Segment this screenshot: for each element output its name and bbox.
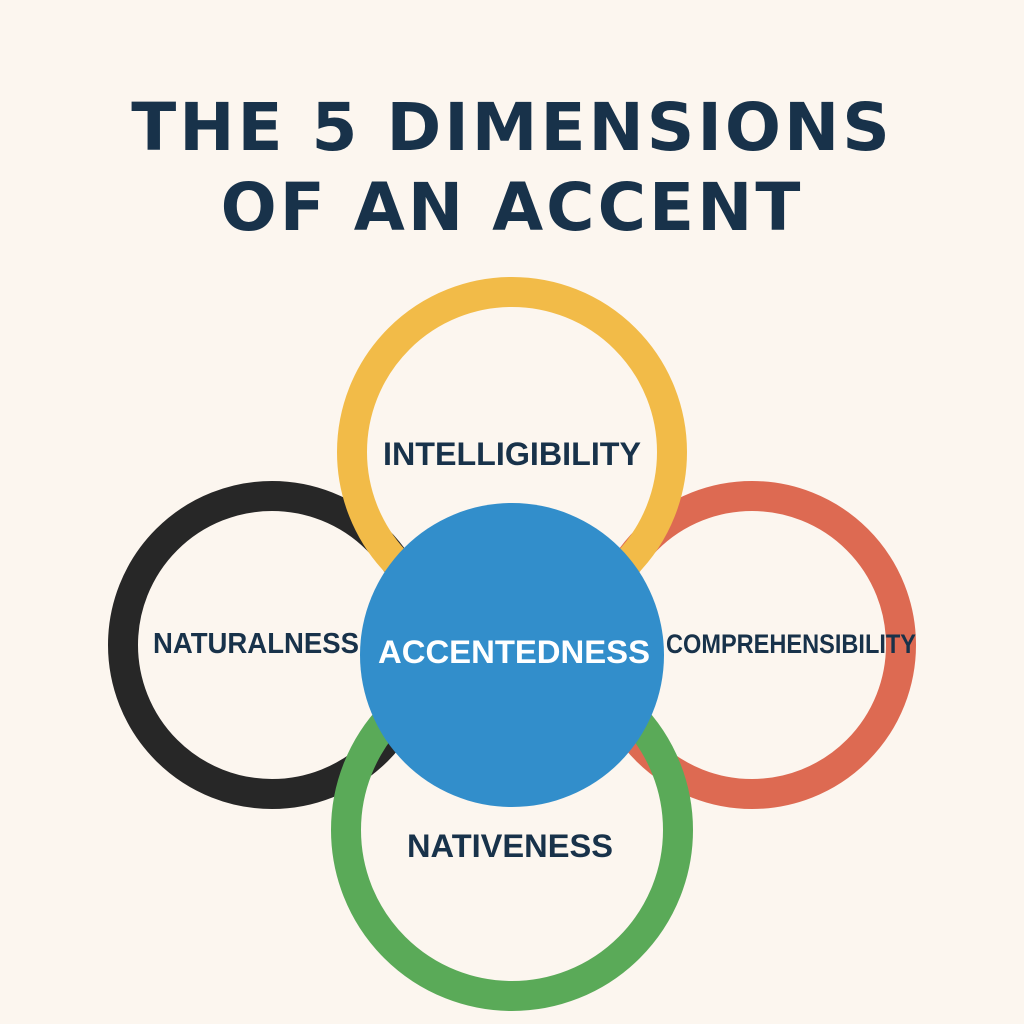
- nativeness-label: NATIVENESS: [407, 828, 613, 864]
- accentedness-disc: [360, 503, 664, 807]
- title-line-1: THE 5 DIMENSIONS: [131, 89, 893, 166]
- title-line-2: OF AN ACCENT: [220, 169, 804, 246]
- naturalness-label: NATURALNESS: [153, 628, 359, 660]
- accentedness-label: ACCENTEDNESS: [378, 634, 650, 670]
- intelligibility-label: INTELLIGIBILITY: [383, 436, 641, 472]
- comprehensibility-label: COMPREHENSIBILITY: [666, 629, 916, 659]
- page-title: THE 5 DIMENSIONS OF AN ACCENT: [0, 88, 1024, 248]
